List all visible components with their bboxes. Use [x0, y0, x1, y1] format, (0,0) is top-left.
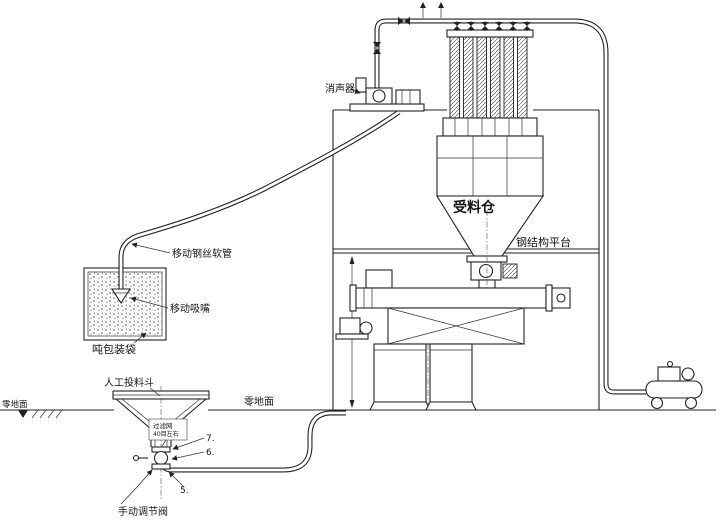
- manual-valve-label: 手动调节阀: [118, 505, 168, 518]
- ground-level: [0, 409, 716, 419]
- pulse-valve-row: [373, 2, 531, 54]
- filter-top-plate: [446, 29, 534, 38]
- nozzle-cone-icon: [110, 288, 132, 305]
- filter-bag: [476, 36, 487, 119]
- mesh-note-line1: 过滤网: [153, 421, 173, 430]
- exhaust-arrow-icon: [420, 2, 444, 18]
- vacuum-blower-unit: [349, 77, 425, 112]
- air-compressor: [645, 360, 703, 410]
- hopper-discharge-pipe: [158, 410, 346, 473]
- blower-base: [349, 103, 425, 112]
- platform-machinery: [335, 269, 571, 411]
- ground-hatch: [31, 409, 63, 419]
- bag-material-texture: [87, 271, 163, 337]
- item5-label: 5.: [180, 486, 189, 496]
- conveyor-left-cap: [349, 284, 357, 312]
- mesh-note-line2: 40目左右: [153, 430, 179, 438]
- muffler: [355, 77, 367, 93]
- pressure-gauge-icon: [666, 360, 674, 368]
- compressor-wheel-icon: [684, 396, 698, 410]
- dust-collector-silo: [436, 29, 545, 292]
- filter-bag: [490, 36, 501, 119]
- hopper-leader: [149, 387, 161, 397]
- hose-label: 移动钢丝软管: [172, 247, 232, 260]
- silo-label: 受料仓: [453, 199, 496, 216]
- flexible-suction-hose: [118, 109, 401, 289]
- tank-right-skirt: [425, 401, 477, 411]
- item7-label: 7.: [206, 434, 215, 444]
- feed-hopper-label: 人工投料斗: [104, 376, 154, 389]
- hose-leader: [131, 242, 171, 254]
- compressor-wheel-icon: [650, 396, 664, 410]
- inlet-chute: [365, 269, 393, 289]
- screw-conveyor: [355, 287, 547, 309]
- filter-bag: [449, 36, 460, 119]
- item6-label: 6.: [206, 448, 215, 458]
- tube-sheet-ticks: [454, 118, 523, 136]
- nozzle-leader: [130, 296, 169, 309]
- pulse-valve-icon: [453, 22, 531, 30]
- aux-pump-motor: [339, 317, 361, 335]
- manual-valve-body: [153, 450, 169, 466]
- platform-label: 钢结构平台: [516, 235, 571, 249]
- manual-feed-hopper: 过滤网 40目左右: [112, 386, 210, 500]
- blower-impeller: [372, 89, 386, 103]
- tube-sheet-band: [442, 117, 538, 137]
- hopper-wall: [115, 398, 152, 430]
- valve-bottom-flange: [151, 463, 171, 470]
- item6-leader: [171, 451, 205, 461]
- item5-leader: [168, 471, 185, 488]
- muffler-label: 消声器: [325, 82, 355, 95]
- buffer-tank-left: [373, 343, 427, 403]
- ton-bag-label: 吨包装袋: [92, 342, 136, 356]
- compressor-motor: [657, 366, 681, 382]
- rotary-valve-rotor: [478, 263, 494, 279]
- muffler-leader: [349, 88, 361, 94]
- bag-leader: [133, 332, 147, 344]
- text-labels: 消声器 受料仓 钢结构平台 移动钢丝软管 移动吸嘴 吨包装袋 人工投料斗 零地面…: [2, 82, 571, 518]
- conveyor-motor-shaft: [556, 293, 566, 303]
- ground-mid-label: 零地面: [244, 395, 274, 408]
- rotary-valve-motor: [502, 263, 518, 279]
- compressor-head: [681, 367, 695, 381]
- tank-left-skirt: [369, 401, 431, 411]
- filter-bag: [517, 36, 528, 119]
- blower-motor: [395, 89, 421, 105]
- buffer-tank-right: [429, 343, 473, 403]
- mesh-note-box: 过滤网 40目左右: [148, 418, 188, 447]
- compressor-tank: [645, 380, 703, 399]
- main-air-pipe: [374, 18, 646, 395]
- suction-nozzle: [110, 288, 132, 305]
- leader-lines: [120, 88, 361, 505]
- valve-handwheel: [132, 454, 140, 462]
- ground-left-label: 零地面: [2, 399, 28, 410]
- inline-valve-icon: [373, 17, 410, 54]
- item7-leader: [172, 437, 205, 450]
- silo-body: [436, 135, 544, 197]
- aux-pump: [359, 321, 373, 335]
- filter-bag: [503, 36, 514, 119]
- conveyor-right-cap: [545, 284, 553, 312]
- aux-pump-base: [335, 333, 369, 340]
- manual-valve-leader: [120, 469, 153, 505]
- filter-bag: [463, 36, 474, 119]
- elevation-marker: [18, 410, 28, 418]
- nozzle-label: 移动吸嘴: [170, 302, 210, 315]
